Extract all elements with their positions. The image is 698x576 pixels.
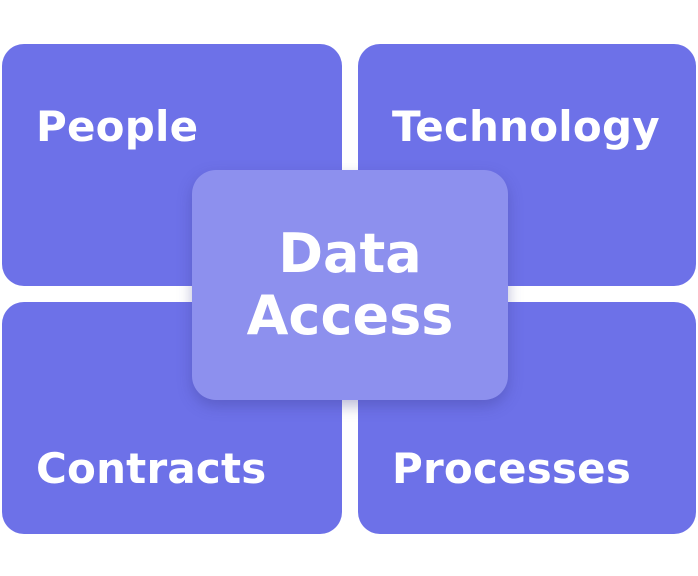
center-label-line1: Data — [278, 222, 422, 285]
quadrant-contracts: Contracts — [2, 302, 342, 534]
center-data-access-box: Data Access — [192, 170, 508, 400]
quadrant-label-processes: Processes — [392, 444, 632, 493]
quadrant-label-contracts: Contracts — [36, 444, 267, 493]
quadrant-people: People — [2, 44, 342, 286]
quadrant-label-people: People — [36, 102, 199, 151]
quadrant-label-technology: Technology — [392, 102, 660, 151]
center-label-line2: Access — [246, 284, 454, 347]
